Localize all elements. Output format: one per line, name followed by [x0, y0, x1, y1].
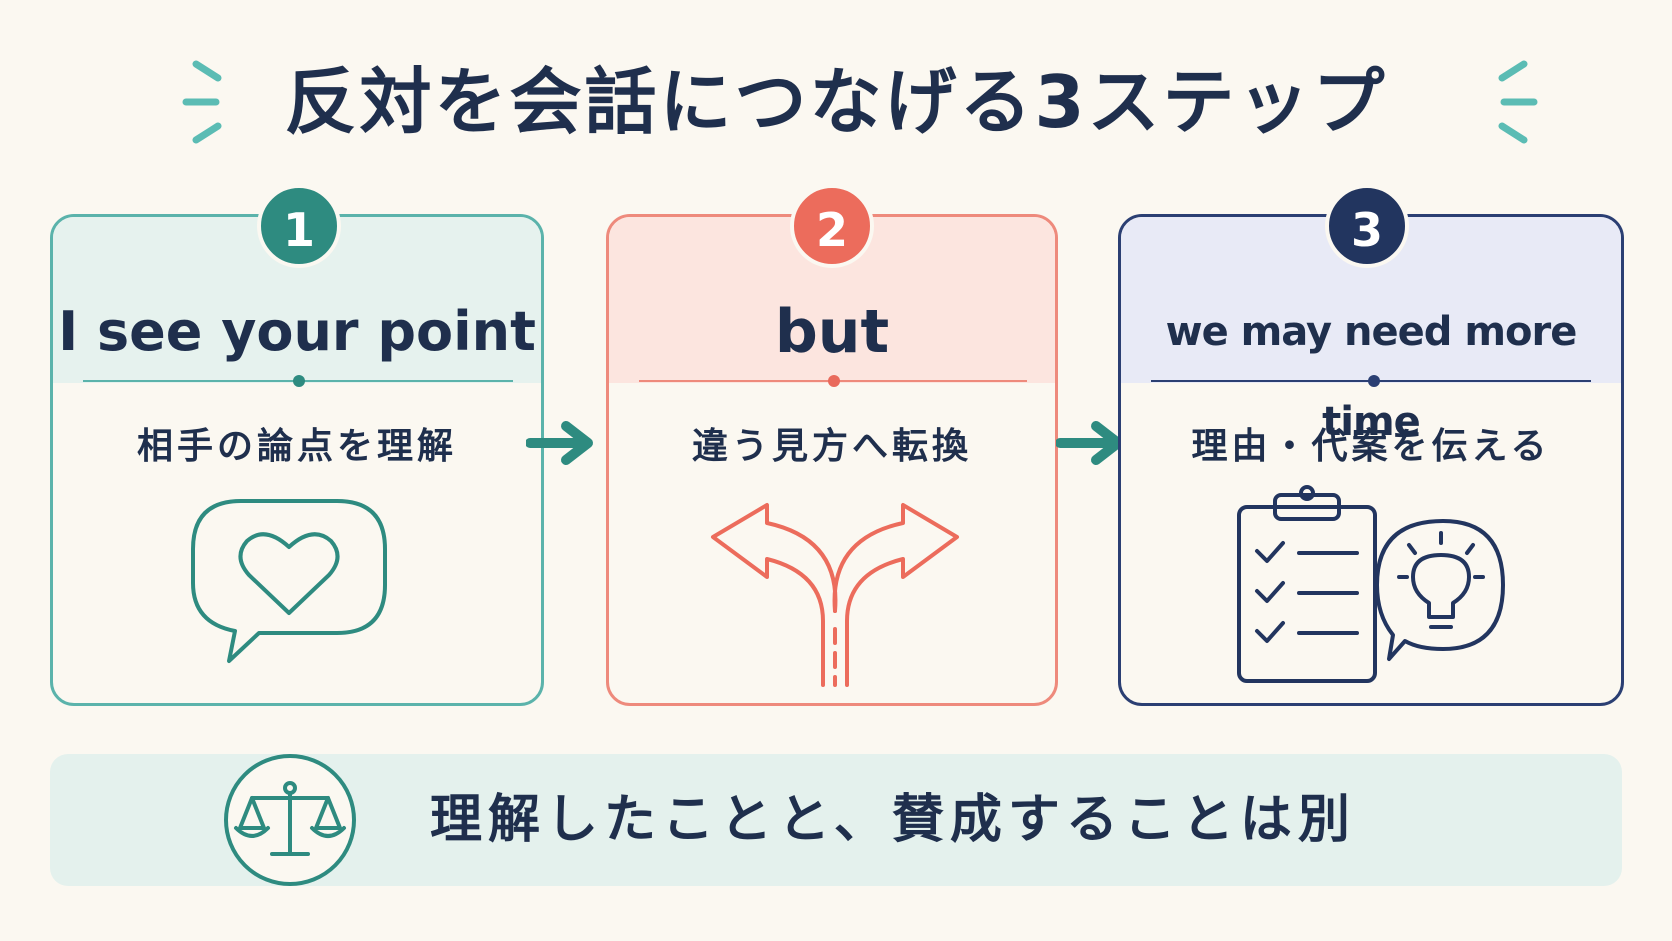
- step-2-divider-dot: [828, 375, 840, 387]
- step-3-divider-dot: [1368, 375, 1380, 387]
- step-card-1: I see your point 相手の論点を理解: [50, 214, 544, 706]
- balance-scale-icon: [224, 754, 356, 886]
- step-1-number-badge: 1: [257, 184, 341, 268]
- sparkle-left-icon: [182, 60, 222, 144]
- step-1-description: 相手の論点を理解: [136, 426, 457, 467]
- step-3-description: 理由・代案を伝える: [1191, 426, 1551, 467]
- clipboard-lightbulb-icon: [1237, 485, 1505, 683]
- step-3-number-badge: 3: [1325, 184, 1409, 268]
- step-2-phrase: but: [774, 297, 890, 367]
- footer-banner: 理解したことと、賛成することは別: [50, 754, 1622, 886]
- sparkle-right-icon: [1498, 60, 1538, 144]
- step-2-number-badge: 2: [790, 184, 874, 268]
- heart-speech-bubble-icon: [191, 499, 387, 663]
- step-2-description: 違う見方へ転換: [691, 426, 972, 467]
- step-1-phrase: I see your point: [58, 300, 536, 363]
- step-card-2: but 違う見方へ転換: [606, 214, 1058, 706]
- step-1-divider-dot: [293, 375, 305, 387]
- arrow-right-icon: [1056, 421, 1123, 465]
- step-card-3: we may need more time 理由・代案を伝える: [1118, 214, 1624, 706]
- arrow-right-icon: [526, 421, 593, 465]
- split-road-arrows-icon: [711, 503, 959, 687]
- footer-message: 理解したことと、賛成することは別: [430, 790, 1356, 850]
- step-3-phrase: we may need more time: [1165, 309, 1578, 445]
- page-title: 反対を会話につなげる3ステップ: [284, 60, 1388, 144]
